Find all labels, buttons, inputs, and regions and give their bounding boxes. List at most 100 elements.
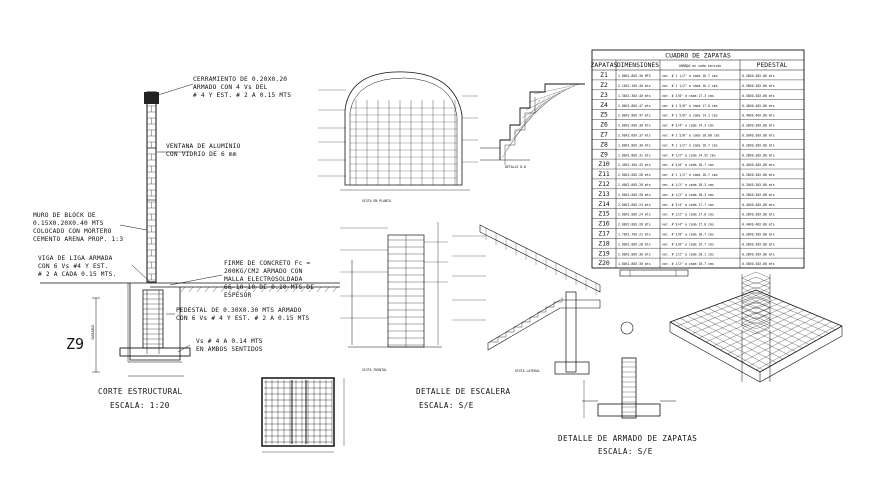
table-cell-dimensiones: 2.60X2.60X.37 mts xyxy=(618,134,651,138)
stair-front-steps xyxy=(388,235,424,347)
iso-pedestal-tie xyxy=(755,296,771,304)
iso-pedestal-tie xyxy=(741,281,757,289)
table-cell-pedestal: 0.30X0.30X.80 mts xyxy=(742,94,775,98)
table-cell-armado: var. # 3/4" a cada 17.7 cms xyxy=(662,203,714,207)
table-cell-armado: var. # 3/8" a cada 18.7 cms xyxy=(662,233,714,237)
table-title: CUADRO DE ZAPATAS xyxy=(665,52,731,60)
svg-text:Vs # 4 A 0.14 MTS: Vs # 4 A 0.14 MTS xyxy=(196,338,263,345)
iso-edge xyxy=(669,331,761,383)
callout-pedestal-2: CON 6 Vs # 4 Y EST. # 2 A 0.15 MTS xyxy=(176,315,310,322)
iso-rebar xyxy=(720,310,805,351)
stair-plan-leaders xyxy=(318,89,478,177)
table-cell-armado: var. # 1/2" a cada 14.52 cms xyxy=(662,153,716,157)
iso-rebar xyxy=(684,295,770,331)
ground-tick xyxy=(220,286,226,293)
table-cell-pedestal: 0.40X0.40X.80 mts xyxy=(742,163,775,167)
zapatas-title: DETALLE DE ARMADO DE ZAPATAS xyxy=(558,434,697,443)
table-cell-armado: var. # 1/2" a cada 18.7 cms xyxy=(662,262,714,266)
iso-rebar xyxy=(714,305,803,349)
svg-text:VIGA DE LIGA ARMADA: VIGA DE LIGA ARMADA xyxy=(38,255,113,262)
table-header: ZAPATAS xyxy=(591,61,618,69)
iso-rebar xyxy=(680,318,770,367)
ground-tick xyxy=(332,286,338,293)
table-cell-dimensiones: 2.00X2.00X.30 mts xyxy=(618,252,651,256)
iso-rebar xyxy=(727,312,812,355)
iso-pedestal-tie xyxy=(755,291,771,299)
table-cell-zapata: Z4 xyxy=(600,101,608,109)
table-cell-armado: var. # 1/2" a cada 18.3 cms xyxy=(662,193,714,197)
table-cell-dimensiones: 2.40X2.40X.43 mts xyxy=(618,163,651,167)
corte-title: CORTE ESTRUCTURAL xyxy=(98,387,183,396)
iso-pedestal-tie xyxy=(755,286,771,294)
iso-pedestal-tie xyxy=(755,281,771,289)
callout-pedestal-1: PEDESTAL DE 0.30X0.30 MTS ARMADO xyxy=(176,307,302,314)
svg-text:# 4 Y EST. # 2 A 0.15 MTS: # 4 Y EST. # 2 A 0.15 MTS xyxy=(193,92,291,99)
table-cell-dimensiones: 2.00X2.00X.24 mts xyxy=(618,213,651,217)
table-cell-zapata: Z12 xyxy=(598,180,610,188)
table-cell-zapata: Z14 xyxy=(598,200,610,208)
table-cell-pedestal: 0.40X0.40X.80 mts xyxy=(742,203,775,207)
svg-text:CERRAMIENTO DE 0.20X0.20: CERRAMIENTO DE 0.20X0.20 xyxy=(193,76,287,83)
table-cell-armado: var. # 1 1/2" a cada 18.7 cms xyxy=(662,143,718,147)
dd-rebar xyxy=(533,83,581,95)
svg-text:# 2 A CADA 0.15 MTS.: # 2 A CADA 0.15 MTS. xyxy=(38,271,117,278)
ground-tick xyxy=(196,286,202,293)
table-cell-pedestal: 0.30X0.30X.80 mts xyxy=(742,262,775,266)
callout-firme-5: ESPESOR xyxy=(224,292,252,299)
table-cell-zapata: Z2 xyxy=(600,81,608,89)
callout-viga-3: # 2 A CADA 0.15 MTS. xyxy=(38,271,117,278)
table-cell-dimensiones: 2.00X2.00X.28 mts xyxy=(618,193,651,197)
table-cell-dimensiones: 1.80X1.80X.30 mts xyxy=(618,262,651,266)
ground-tick xyxy=(292,286,298,293)
ground-tick xyxy=(180,286,186,293)
footing-plan-rebar-grid xyxy=(264,380,333,444)
callout-firme-1: FIRME DE CONCRETO Fc = xyxy=(224,260,310,267)
table-cell-pedestal: 0.30X0.30X.80 mts xyxy=(742,84,775,88)
table-cell-armado: var. # 3/4" a cada 14.3 cms xyxy=(662,124,714,128)
table-cell-pedestal: 0.30X0.30X.80 mts xyxy=(742,252,775,256)
svg-text:ESPESOR: ESPESOR xyxy=(224,292,252,299)
ground-tick xyxy=(268,286,274,293)
iso-rebar xyxy=(707,307,797,352)
iso-rebar xyxy=(749,292,836,330)
iso-edge xyxy=(759,325,843,373)
iso-rebar xyxy=(673,320,764,371)
svg-text:ARMADO CON 4 Vs DEL: ARMADO CON 4 Vs DEL xyxy=(193,84,268,91)
zapata-pedestal-hatch xyxy=(622,361,636,413)
table-cell-pedestal: 0.30X0.30X.80 mts xyxy=(742,183,775,187)
small-elevation-strip xyxy=(619,269,689,277)
table-cell-zapata: Z9 xyxy=(600,150,608,158)
callout-muro-2: 0.15X0.20X0.40 MTS xyxy=(33,220,104,227)
iso-rebar xyxy=(721,302,810,345)
iso-pedestal-tie xyxy=(755,276,771,284)
svg-text:66-10-10 DE 0.10 MTS DE: 66-10-10 DE 0.10 MTS DE xyxy=(224,284,314,291)
table-cell-zapata: Z15 xyxy=(598,210,610,218)
table-cell-pedestal: 0.30X0.30X.80 mts xyxy=(742,143,775,147)
iso-rebar xyxy=(713,307,798,347)
svg-text:CEMENTO ARENA PROP. 1:3: CEMENTO ARENA PROP. 1:3 xyxy=(33,236,123,243)
table-cell-armado: var. # 1/2" a cada 20.1 cms xyxy=(662,252,714,256)
table-cell-armado: var. # 3/4" a cada 17.0 cms xyxy=(662,223,714,227)
table-cell-armado: var. # 5/8" a cada 18.7 cms xyxy=(662,163,714,167)
iso-edge xyxy=(669,289,757,323)
iso-pedestal-tie xyxy=(755,301,771,309)
iso-pedestal-tie xyxy=(755,327,771,335)
table-cell-pedestal: 0.30X0.30X.80 mts xyxy=(742,173,775,177)
stair-side-leaders xyxy=(452,235,486,321)
iso-pedestal-tie xyxy=(755,321,771,329)
svg-text:VENTANA DE ALUMINIO: VENTANA DE ALUMINIO xyxy=(166,143,241,150)
dd-rebar xyxy=(509,95,551,143)
iso-rebar xyxy=(705,304,791,343)
iso-pedestal-tie xyxy=(741,286,757,294)
table-cell-zapata: Z11 xyxy=(598,170,610,178)
vista-frontal-label: VISTA FRONTAL xyxy=(362,368,387,372)
iso-pedestal-tie xyxy=(741,301,757,309)
callout-muro-4: CEMENTO ARENA PROP. 1:3 xyxy=(33,236,123,243)
ground-tick xyxy=(204,286,210,293)
table-cell-pedestal: 0.40X0.40X.80 mts xyxy=(742,114,775,118)
callout-viga-2: CON 6 Vs #4 Y EST. xyxy=(38,263,109,270)
iso-edge xyxy=(669,321,761,373)
iso-edge xyxy=(755,289,843,327)
stair-front-leaders xyxy=(340,227,448,319)
table-cell-armado: var. # 1 5/8" a cada 17.0 cms xyxy=(662,104,718,108)
